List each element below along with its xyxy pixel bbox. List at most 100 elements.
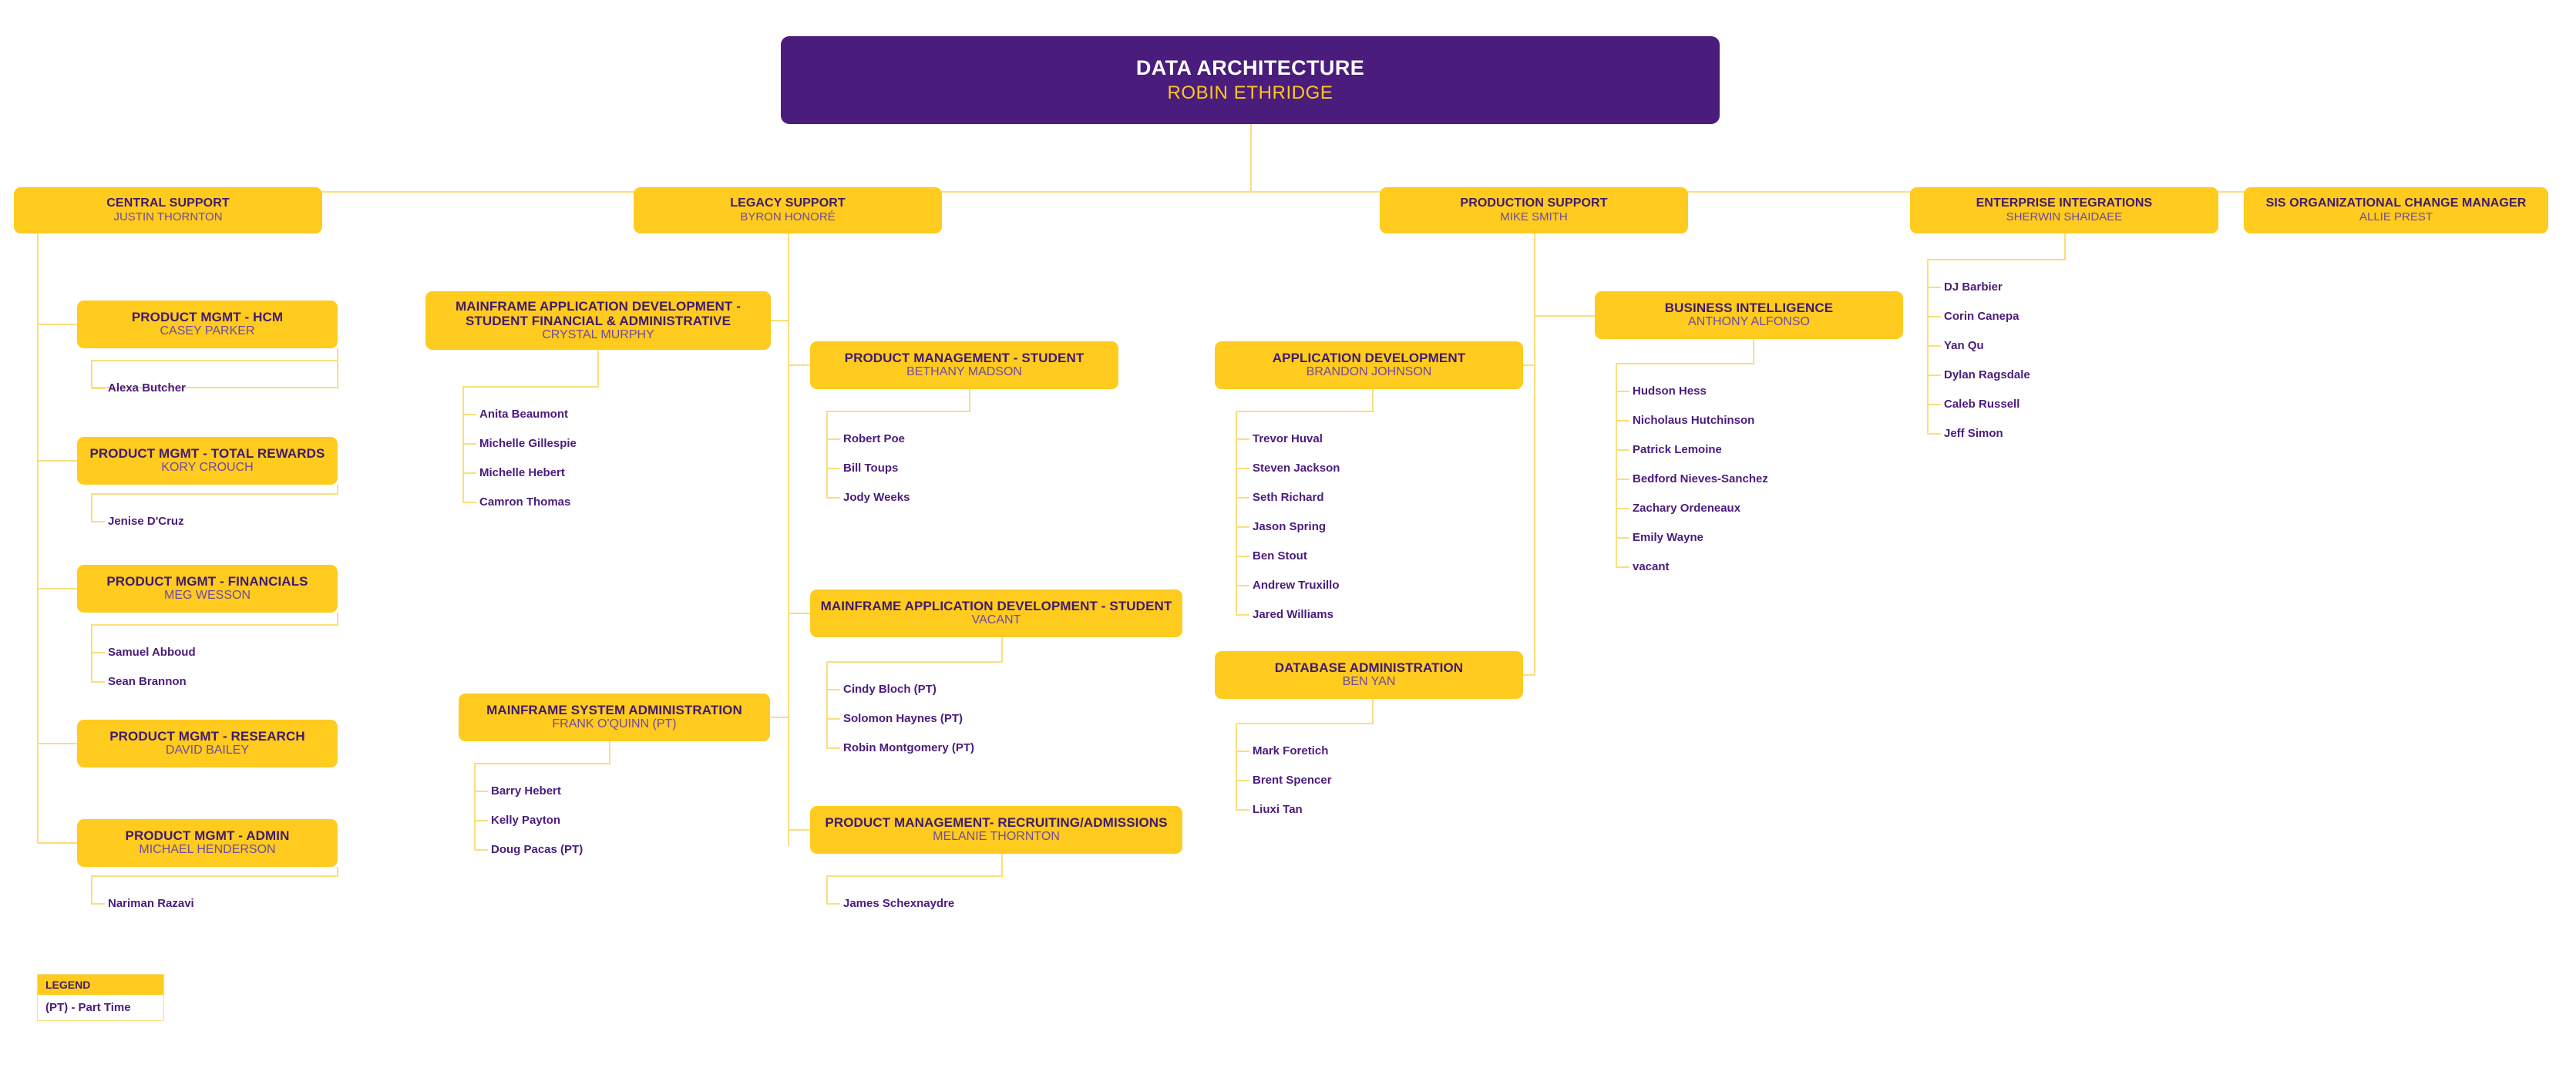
connector-app_development-tick-4: [1236, 556, 1249, 557]
member-database_admin-0: Mark Foretich: [1253, 744, 1329, 757]
connector-pm_student-bus: [826, 411, 970, 412]
connector-branch-mad-student: [788, 613, 812, 614]
central-support-title: CENTRAL SUPPORT: [106, 196, 230, 210]
connector-central-support-spine-top: [37, 233, 39, 235]
node-business-intelligence[interactable]: BUSINESS INTELLIGENCE ANTHONY ALFONSO: [1595, 291, 1903, 339]
node-mainframe-app-dev-student[interactable]: MAINFRAME APPLICATION DEVELOPMENT - STUD…: [810, 589, 1182, 637]
pm-student-title: PRODUCT MANAGEMENT - STUDENT: [844, 351, 1085, 366]
pm-total-rewards-person: KORY CROUCH: [161, 461, 254, 475]
connector-pm_financials-tick-0: [91, 652, 105, 653]
node-central-support[interactable]: CENTRAL SUPPORT JUSTIN THORNTON: [14, 187, 322, 233]
mad-student-fin-title: MAINFRAME APPLICATION DEVELOPMENT - STUD…: [456, 298, 741, 328]
node-pm-financials[interactable]: PRODUCT MGMT - FINANCIALS MEG WESSON: [77, 565, 338, 613]
connector-app_development-stem: [1372, 389, 1374, 411]
member-pm_admin-0: Nariman Razavi: [108, 897, 194, 910]
member-pm_financials-0: Samuel Abboud: [108, 646, 196, 659]
member-app_development-6: Jared Williams: [1253, 608, 1333, 621]
connector-pm_hcm-bus: [91, 360, 338, 361]
connector-pm_hcm-stem: [337, 348, 338, 360]
connector-business_intelligence-tick-6: [1616, 566, 1629, 568]
root-person: ROBIN ETHRIDGE: [1167, 82, 1333, 104]
business-intelligence-title: BUSINESS INTELLIGENCE: [1664, 301, 1834, 316]
connector-database_admin-tick-0: [1236, 751, 1249, 752]
node-application-development[interactable]: APPLICATION DEVELOPMENT BRANDON JOHNSON: [1215, 341, 1523, 389]
connector-mad_student_fin-tick-0: [462, 414, 476, 415]
connector-app_development-tick-3: [1236, 526, 1249, 528]
node-production-support[interactable]: PRODUCTION SUPPORT MIKE SMITH: [1380, 187, 1688, 233]
pm-recruiting-person: MELANIE THORNTON: [933, 830, 1060, 844]
connector-business_intelligence-tick-0: [1616, 391, 1629, 392]
pm-admin-person: MICHAEL HENDERSON: [139, 843, 276, 857]
node-database-administration[interactable]: DATABASE ADMINISTRATION BEN YAN: [1215, 651, 1523, 699]
node-pm-admin[interactable]: PRODUCT MGMT - ADMIN MICHAEL HENDERSON: [77, 819, 338, 867]
production-support-person: MIKE SMITH: [1500, 210, 1568, 224]
node-enterprise-integrations[interactable]: ENTERPRISE INTEGRATIONS SHERWIN SHAIDAEE: [1910, 187, 2218, 233]
enterprise-integrations-person: SHERWIN SHAIDAEE: [2006, 210, 2123, 224]
connector-mad_student-bus: [826, 661, 1003, 663]
connector-app_development-spine: [1236, 411, 1237, 614]
member-mad_student_fin-2: Michelle Hebert: [479, 466, 565, 479]
connector-business_intelligence-stem: [1753, 339, 1754, 363]
member-app_development-0: Trevor Huval: [1253, 432, 1323, 445]
connector-enterprise_integrations-tick-4: [1927, 404, 1941, 405]
legacy-support-title: LEGACY SUPPORT: [730, 196, 846, 210]
member-mad_student-1: Solomon Haynes (PT): [843, 712, 963, 725]
node-product-management-recruiting-admissions[interactable]: PRODUCT MANAGEMENT- RECRUITING/ADMISSION…: [810, 806, 1182, 854]
connector-mainframe_sysadmin-spine: [474, 763, 476, 849]
connector-business_intelligence-bus: [1616, 363, 1754, 364]
pm-hcm-person: CASEY PARKER: [160, 324, 255, 338]
node-mainframe-app-dev-student-financial[interactable]: MAINFRAME APPLICATION DEVELOPMENT - STUD…: [425, 291, 771, 350]
node-mainframe-system-administration[interactable]: MAINFRAME SYSTEM ADMINISTRATION FRANK O'…: [459, 693, 770, 741]
connector-mad_student_fin-stem: [597, 350, 599, 386]
pm-admin-title: PRODUCT MGMT - ADMIN: [125, 828, 290, 844]
connector-business_intelligence-spine: [1616, 363, 1617, 566]
connector-pm_financials-bus: [91, 624, 338, 626]
member-business_intelligence-5: Emily Wayne: [1633, 531, 1703, 544]
connector-enterprise_integrations-tick-5: [1927, 433, 1941, 435]
member-mainframe_sysadmin-0: Barry Hebert: [491, 784, 561, 798]
member-mad_student_fin-1: Michelle Gillespie: [479, 437, 577, 450]
member-business_intelligence-0: Hudson Hess: [1633, 385, 1707, 398]
legend-entry-part-time: (PT) - Part Time: [45, 1001, 131, 1014]
root-title: DATA ARCHITECTURE: [1135, 56, 1365, 80]
business-intelligence-person: ANTHONY ALFONSO: [1688, 315, 1810, 329]
connector-database_admin-stem: [1372, 699, 1374, 723]
node-sis-organizational-change-manager[interactable]: SIS ORGANIZATIONAL CHANGE MANAGER ALLIE …: [2244, 187, 2548, 233]
node-root-data-architecture[interactable]: DATA ARCHITECTURE ROBIN ETHRIDGE: [781, 36, 1720, 124]
connector-pm_student-tick-1: [826, 468, 840, 469]
connector-pm_student-stem: [969, 389, 970, 411]
connector-pm_total_rewards-stem: [337, 485, 338, 493]
member-pm_student-0: Robert Poe: [843, 432, 906, 445]
connector-branch-pm-total-rewards: [37, 460, 77, 462]
connector-mainframe_sysadmin-tick-2: [474, 849, 488, 851]
node-pm-research[interactable]: PRODUCT MGMT - RESEARCH DAVID BAILEY: [77, 720, 338, 767]
node-product-management-student[interactable]: PRODUCT MANAGEMENT - STUDENT BETHANY MAD…: [810, 341, 1118, 389]
connector-enterprise_integrations-tick-0: [1927, 287, 1941, 288]
connector-mainframe_sysadmin-bus: [474, 763, 610, 764]
mad-student-title: MAINFRAME APPLICATION DEVELOPMENT - STUD…: [820, 599, 1172, 614]
member-database_admin-2: Liuxi Tan: [1253, 803, 1303, 816]
member-enterprise_integrations-1: Corin Canepa: [1944, 310, 2019, 323]
production-support-title: PRODUCTION SUPPORT: [1460, 196, 1608, 210]
connector-enterprise_integrations-tick-3: [1927, 374, 1941, 376]
mainframe-sysadmin-title: MAINFRAME SYSTEM ADMINISTRATION: [486, 703, 742, 718]
node-pm-hcm[interactable]: PRODUCT MGMT - HCM CASEY PARKER: [77, 301, 338, 348]
connector-app_development-tick-0: [1236, 438, 1249, 440]
enterprise-integrations-title: ENTERPRISE INTEGRATIONS: [1976, 196, 2153, 210]
connector-branch-pm-admin: [37, 842, 77, 844]
pm-hcm-title: PRODUCT MGMT - HCM: [131, 310, 284, 325]
connector-business_intelligence-tick-1: [1616, 420, 1629, 421]
connector-mainframe_sysadmin-tick-1: [474, 820, 488, 821]
node-legacy-support[interactable]: LEGACY SUPPORT BYRON HONORÉ: [634, 187, 942, 233]
member-app_development-4: Ben Stout: [1253, 549, 1307, 563]
member-mad_student_fin-0: Anita Beaumont: [479, 408, 569, 421]
member-mainframe_sysadmin-1: Kelly Payton: [491, 814, 561, 827]
connector-pm_recruiting-bus: [826, 875, 1003, 877]
node-pm-total-rewards[interactable]: PRODUCT MGMT - TOTAL REWARDS KORY CROUCH: [77, 437, 338, 485]
connector-business_intelligence-tick-5: [1616, 537, 1629, 539]
connector-database_admin-tick-1: [1236, 780, 1249, 781]
pm-financials-person: MEG WESSON: [163, 589, 251, 603]
connector-pm_student-spine: [826, 411, 828, 497]
connector-enterprise_integrations-bus: [1927, 259, 2066, 260]
connector-mad_student_fin-tick-1: [462, 443, 476, 445]
